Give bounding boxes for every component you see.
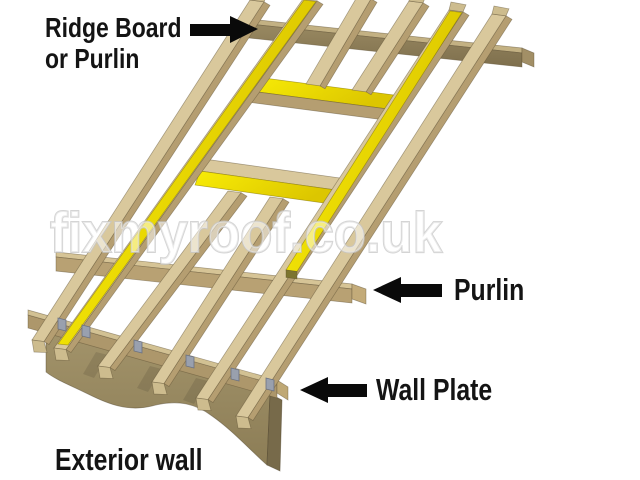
trimming-rafter-right-yellow-end (285, 269, 298, 280)
strap-3 (185, 354, 195, 369)
rafter-1-tip (249, 0, 266, 3)
ridge-board-label-line2: or Purlin (45, 43, 140, 74)
rafter-4-lower-end (151, 381, 168, 395)
wall-shadow-2 (183, 378, 208, 404)
strap-1 (81, 324, 91, 339)
trimming-rafter-left-yellow (57, 0, 317, 346)
strap-4 (230, 367, 240, 382)
wall-plate-label: Wall Plate (376, 372, 493, 407)
ridge-board-label-line1: Ridge Board (45, 12, 182, 43)
annotation-arrows (190, 16, 442, 403)
trimming-rafter-right-end (195, 397, 212, 411)
wall-plate-arrow-icon (300, 377, 367, 403)
exterior-wall-side (266, 393, 283, 472)
exterior-wall-label: Exterior wall (55, 442, 203, 477)
strap-2 (133, 339, 143, 354)
ridge-board-arrow-icon (190, 16, 258, 43)
rafter-6-end (235, 415, 252, 429)
wall-shadow-0 (83, 352, 108, 378)
purlin-label: Purlin (454, 272, 525, 307)
rafter-6-tip (491, 5, 510, 17)
strap-5 (265, 377, 275, 392)
purlin-arrow-icon (373, 277, 442, 303)
ridge-board-label: Ridge Board or Purlin (45, 12, 182, 74)
rafter-3-upper-top (305, 0, 371, 87)
rafter-1-end (31, 339, 48, 353)
trimming-rafter-right-tip (448, 1, 467, 13)
purlin-end (351, 283, 367, 305)
watermark-text: fixmyroof.co.uk (50, 201, 442, 265)
ridge-board-end (521, 47, 535, 68)
timber-structure (27, 0, 535, 472)
trimming-rafter-left-end (53, 347, 70, 361)
rafter-4-upper-tip (408, 0, 425, 4)
strap-0 (57, 317, 67, 332)
wall-shadow-1 (137, 366, 162, 392)
wall-plate-end (276, 379, 289, 401)
rafter-3-lower-end (97, 365, 114, 379)
